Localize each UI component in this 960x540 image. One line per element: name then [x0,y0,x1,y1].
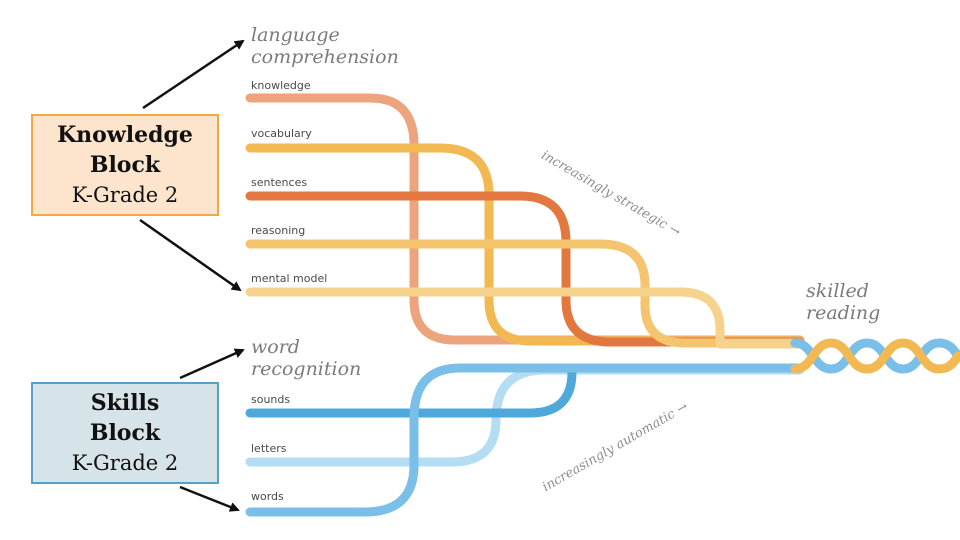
arrow-skills-to-word-recognition [179,348,245,380]
label-letters: letters [251,442,287,455]
label-knowledge: knowledge [251,79,311,92]
knowledge-block-title: Knowledge [57,122,193,148]
heading-word-recognition: word recognition [251,336,362,380]
label-words: words [251,490,284,503]
label-vocabulary: vocabulary [251,127,312,140]
knowledge-block-grades: K-Grade 2 [71,183,179,207]
skills-block-subtitle: Block [89,420,161,446]
label-reasoning: reasoning [251,224,306,237]
strand-mental-model [245,287,805,349]
label-mental-model: mental model [251,272,328,285]
arrow-knowledge-to-language-comprehension [142,39,245,110]
skills-block-box: Skills Block K-Grade 2 [31,382,219,484]
skills-block-grades: K-Grade 2 [71,451,179,475]
label-sounds: sounds [251,393,291,406]
arrow-knowledge-to-mental-model [139,218,242,292]
skills-block-title: Skills [90,390,160,416]
arrow-skills-to-words [179,485,240,512]
knowledge-block-box: Knowledge Block K-Grade 2 [31,114,219,216]
label-sentences: sentences [251,176,308,189]
rope-twist-orange [790,338,960,374]
heading-skilled-reading: skilled reading [806,280,881,324]
heading-language-comprehension: language comprehension [251,24,399,68]
strand-words [245,363,805,517]
knowledge-block-subtitle: Block [89,152,161,178]
